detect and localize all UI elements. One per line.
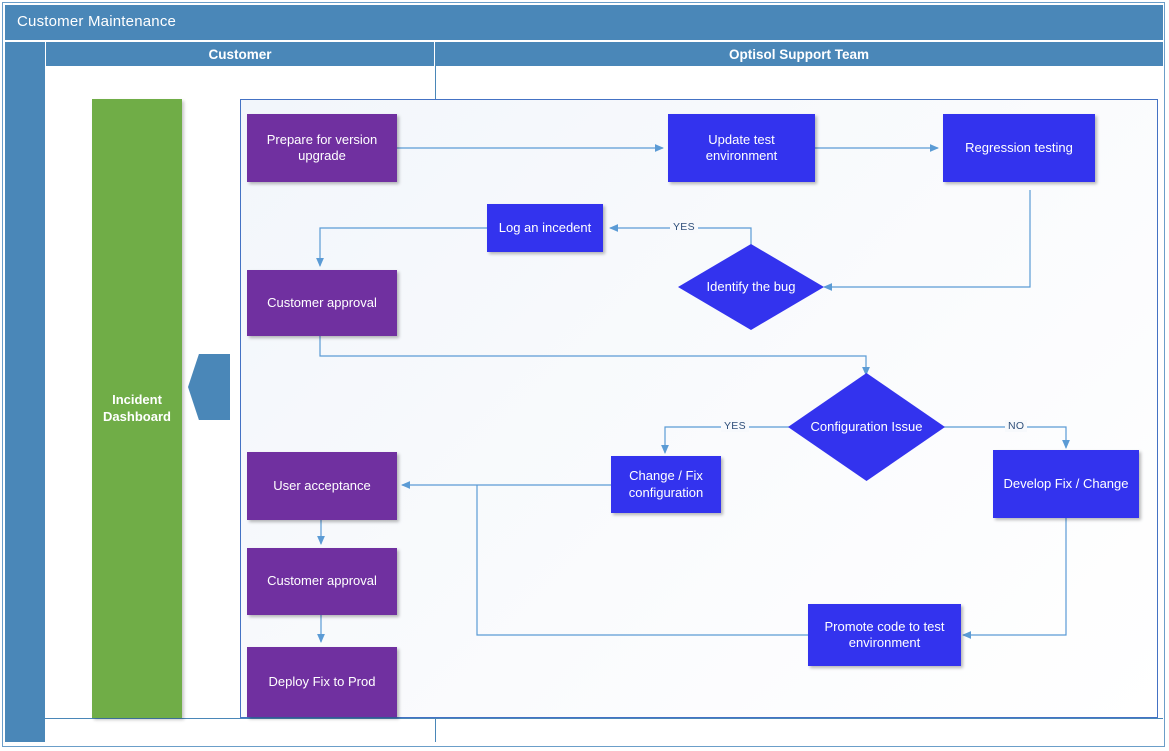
node-configuration-issue[interactable]: Configuration Issue: [788, 373, 945, 481]
page-title: Customer Maintenance: [17, 13, 177, 30]
edge-label-identify-yes: YES: [670, 221, 698, 233]
node-prepare-for-version-upgrade[interactable]: Prepare for version upgrade: [247, 114, 397, 182]
diagram-frame: [240, 99, 1158, 718]
incident-dashboard-bar[interactable]: Incident Dashboard: [92, 99, 182, 718]
node-deploy-fix-to-prod[interactable]: Deploy Fix to Prod: [247, 647, 397, 717]
lane-header-customer: Customer: [45, 42, 435, 66]
node-promote-code-to-test-environment[interactable]: Promote code to test environment: [808, 604, 961, 666]
node-customer-approval-2[interactable]: Customer approval: [247, 548, 397, 615]
phase-band: [5, 66, 45, 742]
node-identify-the-bug-label: Identify the bug: [706, 278, 796, 294]
node-update-test-environment[interactable]: Update test environment: [668, 114, 815, 182]
node-configuration-issue-label: Configuration Issue: [810, 418, 923, 434]
node-customer-approval-1[interactable]: Customer approval: [247, 270, 397, 336]
node-user-acceptance[interactable]: User acceptance: [247, 452, 397, 520]
lane-bottom-separator: [45, 718, 1163, 719]
node-change-fix-configuration[interactable]: Change / Fix configuration: [611, 456, 721, 513]
lane-header-support: Optisol Support Team: [728, 46, 869, 62]
edge-label-config-yes: YES: [721, 420, 749, 432]
node-log-an-incident[interactable]: Log an incedent: [487, 204, 603, 252]
edge-label-config-no: NO: [1005, 420, 1028, 432]
node-develop-fix-change[interactable]: Develop Fix / Change: [993, 450, 1139, 518]
title-bar: Customer Maintenance: [5, 5, 1163, 41]
node-regression-testing[interactable]: Regression testing: [943, 114, 1095, 182]
lane-header-band: [5, 42, 1163, 66]
node-identify-the-bug[interactable]: Identify the bug: [678, 244, 824, 330]
